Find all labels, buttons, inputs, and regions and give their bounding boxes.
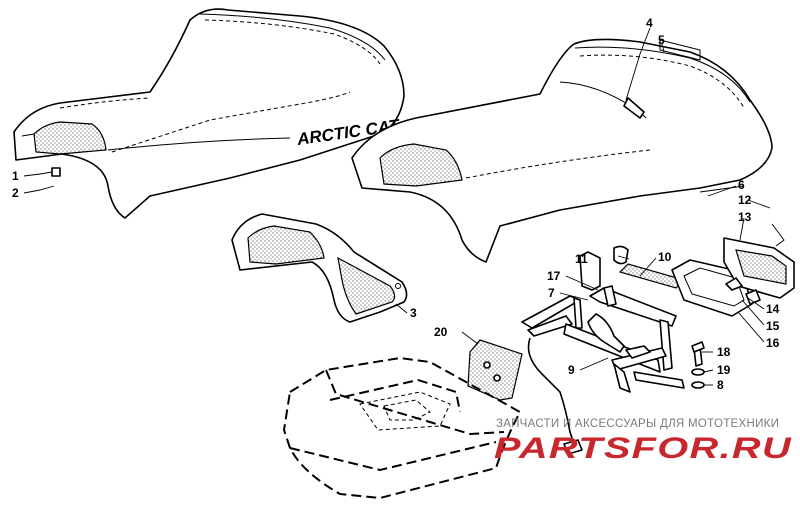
callout-14: 14 xyxy=(766,302,780,316)
strap-buckle-part xyxy=(623,97,645,119)
callout-19: 19 xyxy=(717,363,731,377)
callout-5: 5 xyxy=(658,33,665,47)
nut-part xyxy=(613,245,629,265)
hardware-bolts xyxy=(691,341,705,389)
callout-10: 10 xyxy=(658,250,672,264)
callout-20: 20 xyxy=(434,325,448,339)
callout-9: 9 xyxy=(568,363,575,377)
callout-15: 15 xyxy=(766,319,780,333)
leader-lines xyxy=(23,27,771,386)
callout-13: 13 xyxy=(738,210,752,224)
right-seat xyxy=(351,38,773,263)
callout-16: 16 xyxy=(766,336,780,350)
left-seat: ARCTIC CAT xyxy=(13,8,405,219)
callout-18: 18 xyxy=(717,345,731,359)
callout-1: 1 xyxy=(12,169,19,183)
callout-2: 2 xyxy=(12,186,19,200)
callout-8: 8 xyxy=(717,378,724,392)
seat-clip-part xyxy=(51,167,61,177)
watermark-logo: PARTSFOR.RU xyxy=(494,432,792,465)
callout-11: 11 xyxy=(575,252,588,266)
rack-frame xyxy=(521,251,685,455)
taillight-assembly xyxy=(671,223,795,317)
watermark-caption: ЗАПЧАСТИ И АКСЕССУАРЫ ДЛЯ МОТОТЕХНИКИ xyxy=(496,418,779,430)
seat-side-panel xyxy=(231,213,408,323)
callout-7: 7 xyxy=(548,286,555,300)
partsfor-watermark: ЗАПЧАСТИ И АКСЕССУАРЫ ДЛЯ МОТОТЕХНИКИ PA… xyxy=(494,418,792,465)
foam-pad xyxy=(467,339,523,401)
callout-6: 6 xyxy=(738,178,745,192)
callout-12: 12 xyxy=(738,193,752,207)
callout-3: 3 xyxy=(410,306,417,320)
callout-17: 17 xyxy=(547,269,561,283)
callout-numbers: 1 2 3 4 5 6 7 8 9 10 11 12 13 14 15 16 1… xyxy=(12,16,780,392)
callout-4: 4 xyxy=(646,16,653,30)
dashed-base-outline xyxy=(282,356,522,500)
